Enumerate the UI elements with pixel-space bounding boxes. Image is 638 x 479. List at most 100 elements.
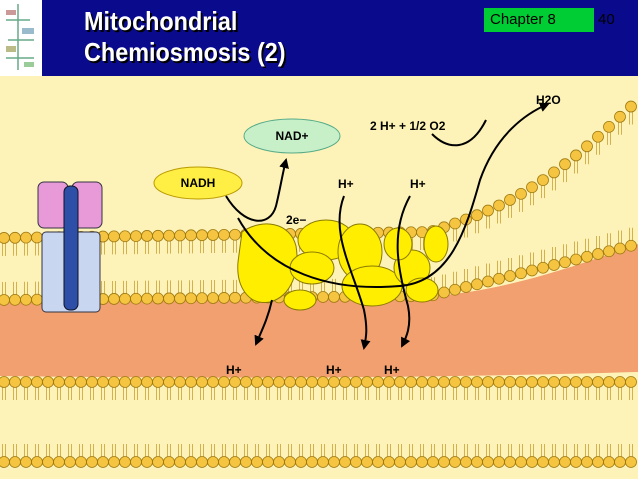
lipid-head <box>383 376 395 388</box>
lipid-head <box>515 456 527 468</box>
intermembrane-space <box>0 244 638 378</box>
lipid-head <box>185 456 197 468</box>
lipid-head <box>273 376 285 388</box>
lipid-head <box>537 456 549 468</box>
lipid-head <box>515 267 527 280</box>
lipid-head <box>328 290 340 303</box>
lipid-head <box>548 456 560 468</box>
proton-arrow-middle <box>338 195 371 350</box>
lipid-head <box>438 456 450 468</box>
lipid-head <box>614 242 626 255</box>
lipid-head <box>163 376 175 388</box>
lipid-head <box>339 376 351 388</box>
lipid-head <box>570 376 582 388</box>
lipid-head <box>119 292 131 305</box>
lipid-head <box>196 292 208 305</box>
lipid-head <box>141 376 153 388</box>
lipid-head <box>504 194 516 206</box>
lipid-head <box>581 250 593 263</box>
lipid-head <box>493 376 505 388</box>
lipid-head <box>207 456 219 468</box>
lipid-head <box>504 270 516 282</box>
lipid-head <box>163 456 175 468</box>
lipid-head <box>405 456 417 468</box>
lipid-head <box>119 456 131 468</box>
lipid-head <box>614 456 626 468</box>
lipid-head <box>570 253 582 266</box>
outer-membrane-core <box>0 378 638 462</box>
lipid-head <box>471 456 483 468</box>
lipid-head <box>581 140 593 153</box>
lipid-head <box>0 376 10 388</box>
lipid-head <box>449 217 461 230</box>
proton-label-bottom-1: H+ <box>226 363 242 377</box>
lipid-head <box>86 376 98 388</box>
lipid-head <box>493 456 505 468</box>
lipid-head <box>0 456 10 468</box>
nadh-to-nad-arrow <box>225 158 289 222</box>
lipid-head <box>9 293 21 306</box>
lipid-head <box>405 376 417 388</box>
lipid-head <box>20 231 32 244</box>
lipid-head <box>229 376 241 388</box>
lipid-head <box>427 376 439 388</box>
lipid-head <box>174 229 186 242</box>
lipid-head <box>130 230 142 243</box>
lipid-head <box>526 456 538 468</box>
lipid-head <box>394 376 406 388</box>
lipid-head <box>251 456 263 468</box>
lipid-head <box>449 456 461 468</box>
lipid-head <box>273 456 285 468</box>
lipid-head <box>240 456 252 468</box>
lipid-head <box>218 456 230 468</box>
lipid-head <box>471 278 483 291</box>
lipid-head <box>471 209 483 222</box>
lipid-head <box>218 228 230 241</box>
lipid-head <box>416 376 428 388</box>
lipid-head <box>20 293 32 306</box>
electrons-label: 2e− <box>286 213 306 227</box>
lipid-head <box>262 456 274 468</box>
lipid-head <box>130 456 142 468</box>
oxygen-reaction-label: 2 H+ + 1/2 O2 <box>370 119 446 133</box>
lipid-head <box>504 456 516 468</box>
lipid-head <box>548 376 560 388</box>
lipid-head <box>295 376 307 388</box>
lipid-head <box>53 376 65 388</box>
lipid-head <box>548 166 560 179</box>
lipid-head <box>328 456 340 468</box>
membrane-diagram: NAD+ NADH 2e− 2 H+ + 1/2 O2 H2O H+ H+ H+… <box>0 76 638 479</box>
lipid-head <box>31 376 43 388</box>
lipid-head <box>350 456 362 468</box>
lipid-head <box>185 292 197 305</box>
lipid-head <box>570 456 582 468</box>
lipid-head <box>295 456 307 468</box>
lipid-head <box>581 456 593 468</box>
lipid-head <box>196 229 208 242</box>
lipid-head <box>251 376 263 388</box>
lipid-head <box>592 456 604 468</box>
lipid-head <box>614 110 626 123</box>
lipid-head <box>361 376 373 388</box>
lipid-head <box>284 456 296 468</box>
lipid-head <box>449 283 461 296</box>
lipid-head <box>0 294 10 306</box>
lipid-head <box>526 264 538 277</box>
lipid-head <box>20 376 32 388</box>
lipid-head <box>141 456 153 468</box>
lipid-head <box>9 231 21 244</box>
lipid-head <box>625 239 637 252</box>
lipid-head <box>174 376 186 388</box>
lipid-head <box>207 292 219 304</box>
lipid-head <box>504 376 516 388</box>
lipid-head <box>108 230 120 243</box>
lipid-head <box>42 456 54 468</box>
lipid-head <box>218 292 230 304</box>
lipid-head <box>537 376 549 388</box>
lipid-head <box>20 456 32 468</box>
proton-label-bottom-3: H+ <box>384 363 400 377</box>
lipid-head <box>64 456 76 468</box>
lipid-head <box>592 248 604 260</box>
lipid-head <box>119 376 131 388</box>
lipid-head <box>581 376 593 388</box>
